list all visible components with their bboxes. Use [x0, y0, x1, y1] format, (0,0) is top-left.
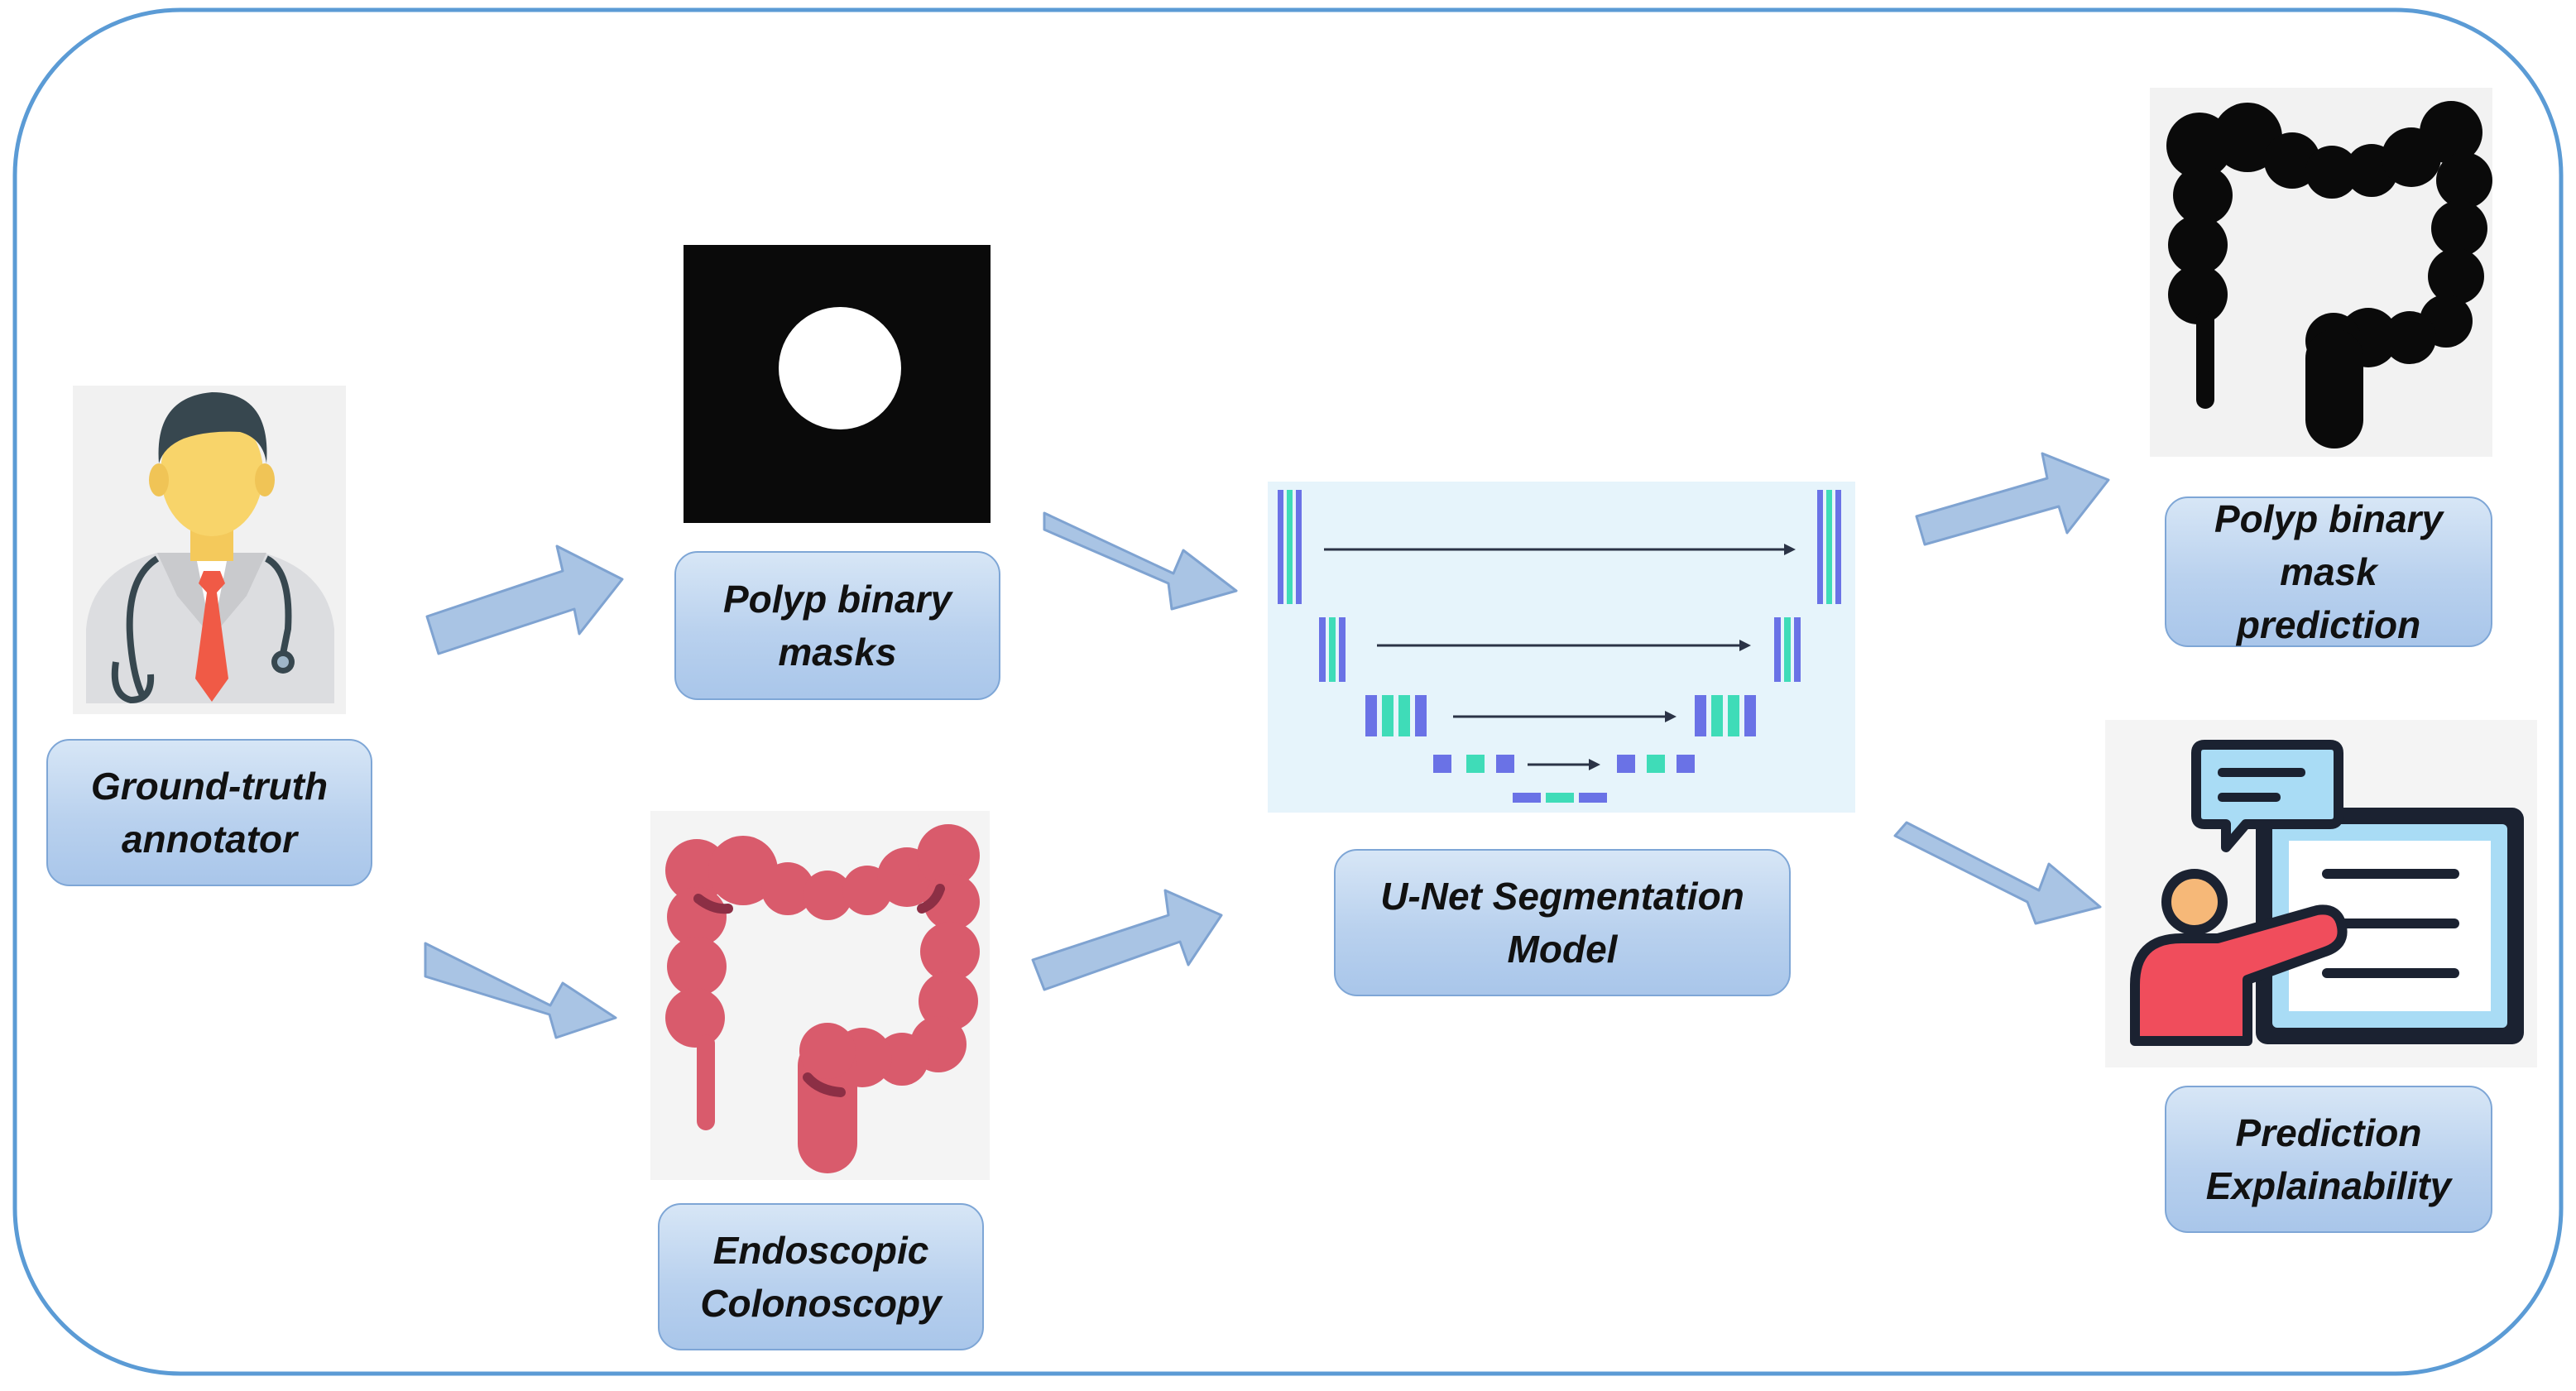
label-line: mask [2280, 550, 2377, 593]
arrow-unet-to-prediction [1915, 452, 2110, 546]
label-line: Explainability [2205, 1164, 2452, 1207]
label-polyp-binary-masks: Polyp binary masks [674, 551, 1000, 700]
arrow-annotator-to-colonoscopy [424, 942, 617, 1039]
label-line: Colonoscopy [700, 1282, 942, 1325]
label-polyp-binary-mask-prediction: Polyp binary mask prediction [2165, 496, 2492, 647]
label-line: U-Net Segmentation [1380, 875, 1744, 918]
colon-mask-silhouette [2150, 88, 2492, 457]
label-unet-segmentation-model: U-Net Segmentation Model [1334, 849, 1791, 996]
label-line: masks [778, 631, 897, 674]
colon-icon [650, 811, 990, 1180]
label-line: Polyp binary [722, 578, 952, 621]
label-line: annotator [121, 818, 298, 861]
label-line: Prediction [2235, 1111, 2422, 1154]
label-line: Endoscopic [712, 1229, 929, 1272]
label-line: Polyp binary [2214, 497, 2444, 540]
presenter-board-icon [2105, 720, 2537, 1067]
label-ground-truth-annotator: Ground-truth annotator [46, 739, 372, 886]
binary-mask-image [684, 245, 991, 523]
arrow-masks-to-unet [1043, 511, 1238, 611]
unet-architecture-icon [1268, 482, 1855, 813]
arrow-unet-to-explainability [1893, 821, 2102, 925]
label-line: Model [1507, 928, 1618, 971]
label-prediction-explainability: Prediction Explainability [2165, 1086, 2492, 1233]
arrow-annotator-to-masks [425, 544, 624, 655]
label-line: prediction [2236, 603, 2421, 646]
label-endoscopic-colonoscopy: Endoscopic Colonoscopy [658, 1203, 984, 1350]
label-line: Ground-truth [90, 765, 329, 808]
doctor-icon [73, 386, 346, 714]
arrow-colonoscopy-to-unet [1031, 889, 1223, 991]
